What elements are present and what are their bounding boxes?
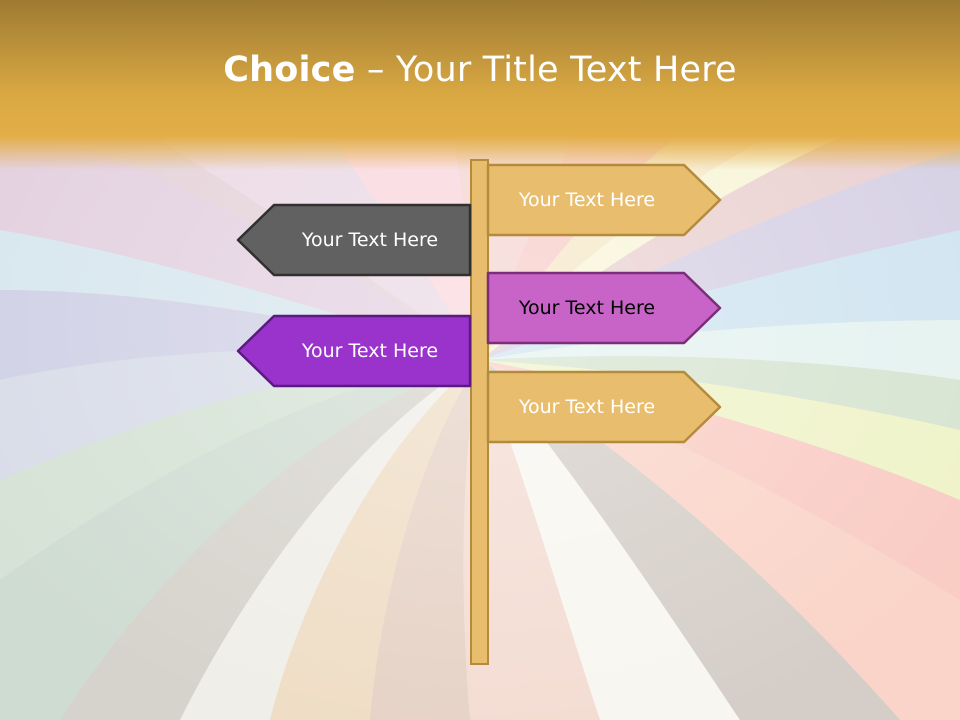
sign-label-1[interactable]: Your Text Here [518, 189, 656, 211]
sign-arrow-4-left[interactable] [236, 314, 472, 388]
title-rest: – Your Title Text Here [355, 50, 737, 90]
title-bold: Choice [223, 50, 356, 90]
sign-label-2[interactable]: Your Text Here [301, 229, 439, 251]
sign-label-3[interactable]: Your Text Here [518, 297, 656, 319]
sign-label-4[interactable]: Your Text Here [301, 340, 439, 362]
header-band [0, 0, 960, 170]
slide-title: Choice – Your Title Text Here [0, 50, 960, 90]
sign-label-5[interactable]: Your Text Here [518, 396, 656, 418]
signpost-pole [470, 159, 489, 665]
sign-arrow-5-right[interactable] [486, 370, 722, 444]
sign-arrow-2-left[interactable] [236, 203, 472, 277]
sign-arrow-1-right[interactable] [486, 163, 722, 237]
sign-arrow-3-right[interactable] [486, 271, 722, 345]
sign-group [236, 163, 722, 444]
